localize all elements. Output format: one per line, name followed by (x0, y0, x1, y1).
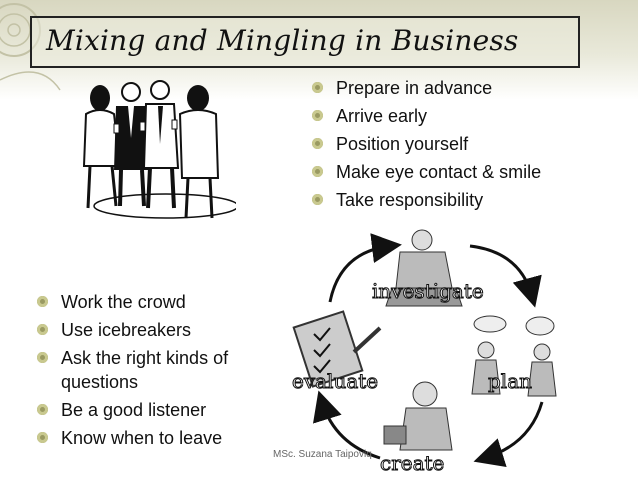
right-bullet-list: Prepare in advance Arrive early Position… (312, 74, 541, 214)
list-item: Position yourself (312, 130, 541, 158)
bullet-icon (312, 194, 323, 205)
bullet-icon (37, 352, 48, 363)
bullet-icon (312, 138, 323, 149)
bullet-icon (37, 432, 48, 443)
cycle-step-plan: plan (488, 369, 532, 393)
slide-title: Mixing and Mingling in Business (46, 24, 519, 57)
list-item: Work the crowd (37, 288, 251, 316)
list-item: Arrive early (312, 102, 541, 130)
title-box: Mixing and Mingling in Business (30, 16, 580, 68)
create-figure (383, 381, 453, 451)
list-item: Prepare in advance (312, 74, 541, 102)
bullet-icon (312, 110, 323, 121)
list-item: Be a good listener (37, 396, 251, 424)
bullet-icon (37, 324, 48, 335)
plan-figure (471, 315, 557, 397)
bullet-icon (312, 82, 323, 93)
cycle-step-investigate: investigate (372, 279, 484, 303)
list-item: Use icebreakers (37, 316, 251, 344)
cycle-step-evaluate: evaluate (292, 369, 378, 393)
list-item: Know when to leave (37, 424, 251, 452)
left-bullet-list: Work the crowd Use icebreakers Ask the r… (37, 288, 251, 452)
cycle-step-create: create (380, 451, 444, 474)
investigate-figure (385, 229, 463, 307)
bullet-icon (312, 166, 323, 177)
evaluate-clipboard (292, 310, 382, 388)
slide-footer: MSc. Suzana Taipoviq (273, 449, 372, 460)
list-item: Make eye contact & smile (312, 158, 541, 186)
bullet-icon (37, 404, 48, 415)
list-item: Take responsibility (312, 186, 541, 214)
list-item: Ask the right kinds of questions (37, 344, 251, 396)
bullet-icon (37, 296, 48, 307)
cycle-diagram-clipart: investigate plan create evaluate (292, 229, 557, 474)
business-people-clipart (82, 80, 236, 219)
